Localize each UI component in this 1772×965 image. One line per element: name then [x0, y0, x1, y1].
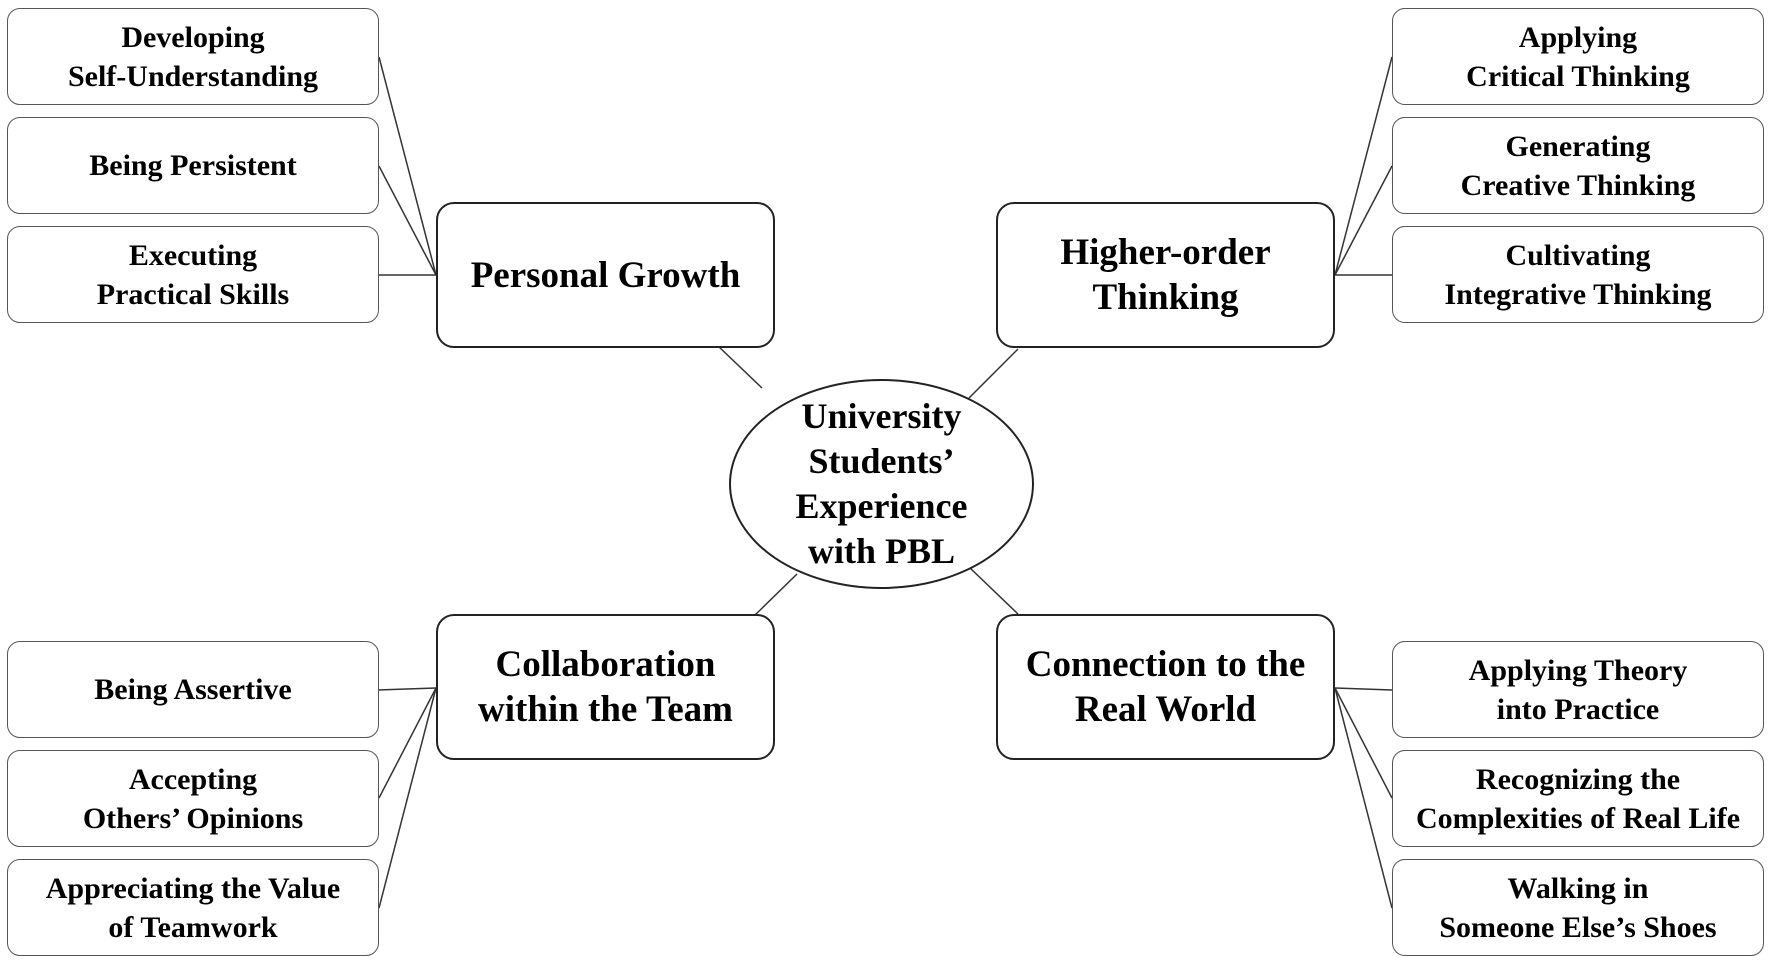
- connector-rw-3: [1334, 687, 1393, 909]
- leaf-line-2: Someone Else’s Shoes: [1439, 910, 1717, 944]
- connector-rw-2: [1334, 687, 1393, 799]
- leaf-line-1: Accepting: [128, 762, 258, 796]
- leaf-accepting-others-opinions: Accepting Others’ Opinions: [7, 750, 379, 847]
- leaf-line-1: Developing: [121, 20, 265, 54]
- leaf-line-1: Recognizing the: [1475, 762, 1681, 796]
- theme-real-world: Connection to the Real World: [996, 614, 1335, 760]
- leaf-line-2: Critical Thinking: [1466, 59, 1690, 93]
- leaf-recognizing-complexities: Recognizing the Complexities of Real Lif…: [1392, 750, 1764, 847]
- leaf-line-1: Generating: [1505, 129, 1651, 163]
- leaf-line-2: Others’ Opinions: [82, 801, 304, 835]
- center-line-3: Experience: [795, 486, 968, 526]
- leaf-line-1: Applying: [1518, 20, 1638, 54]
- leaf-applying-theory: Applying Theory into Practice: [1392, 641, 1764, 738]
- connector-hot-1: [1334, 56, 1393, 276]
- connector-pg-2: [378, 165, 437, 276]
- leaf-line-2: Self-Understanding: [67, 59, 319, 93]
- center-topic: University Students’ Experience with PBL: [729, 379, 1034, 589]
- connector-col-1: [378, 687, 437, 691]
- connector-center-personal-growth: [716, 344, 763, 389]
- theme-personal-growth: Personal Growth: [436, 202, 775, 348]
- center-line-2: Students’: [808, 441, 955, 481]
- leaf-line-2: Integrative Thinking: [1444, 277, 1712, 311]
- leaf-line-2: Creative Thinking: [1460, 168, 1696, 202]
- leaf-line-2: of Teamwork: [108, 910, 278, 944]
- theme-collaboration: Collaboration within the Team: [436, 614, 775, 760]
- theme-title-line-1: Personal Growth: [470, 254, 741, 296]
- connector-center-higher-order: [968, 348, 1019, 399]
- leaf-cultivating-integrative-thinking: Cultivating Integrative Thinking: [1392, 226, 1764, 323]
- leaf-appreciating-teamwork: Appreciating the Value of Teamwork: [7, 859, 379, 956]
- leaf-being-persistent: Being Persistent: [7, 117, 379, 214]
- leaf-line-1: Applying Theory: [1468, 653, 1688, 687]
- leaf-line-2: Complexities of Real Life: [1415, 801, 1741, 835]
- leaf-line-1: Being Persistent: [89, 149, 297, 182]
- leaf-line-2: Practical Skills: [96, 277, 290, 311]
- theme-title-line-1: Connection to the: [1025, 644, 1306, 685]
- theme-title-line-2: within the Team: [478, 689, 733, 730]
- theme-title-line-2: Real World: [1074, 689, 1257, 730]
- connector-center-collaboration: [751, 573, 798, 619]
- theme-title-line-1: Higher-order: [1060, 232, 1271, 273]
- leaf-being-assertive: Being Assertive: [7, 641, 379, 738]
- leaf-line-1: Cultivating: [1505, 238, 1651, 272]
- leaf-line-1: Executing: [128, 238, 258, 272]
- connector-hot-2: [1334, 165, 1393, 276]
- connector-pg-1: [378, 56, 437, 276]
- leaf-walking-in-shoes: Walking in Someone Else’s Shoes: [1392, 859, 1764, 956]
- theme-title-line-2: Thinking: [1092, 277, 1239, 318]
- center-line-1: University: [801, 396, 962, 436]
- leaf-line-2: into Practice: [1496, 692, 1660, 726]
- connector-col-3: [378, 687, 437, 909]
- leaf-generating-creative-thinking: Generating Creative Thinking: [1392, 117, 1764, 214]
- theme-title-line-1: Collaboration: [495, 644, 716, 685]
- connector-rw-1: [1334, 687, 1393, 691]
- connector-col-2: [378, 687, 437, 799]
- leaf-executing-practical-skills: Executing Practical Skills: [7, 226, 379, 323]
- center-line-4: with PBL: [807, 531, 955, 571]
- leaf-developing-self-understanding: Developing Self-Understanding: [7, 8, 379, 105]
- leaf-line-1: Being Assertive: [94, 673, 292, 706]
- leaf-line-1: Walking in: [1507, 871, 1649, 905]
- leaf-line-1: Appreciating the Value: [45, 871, 341, 905]
- connector-center-real-world: [968, 566, 1019, 615]
- leaf-applying-critical-thinking: Applying Critical Thinking: [1392, 8, 1764, 105]
- theme-higher-order-thinking: Higher-order Thinking: [996, 202, 1335, 348]
